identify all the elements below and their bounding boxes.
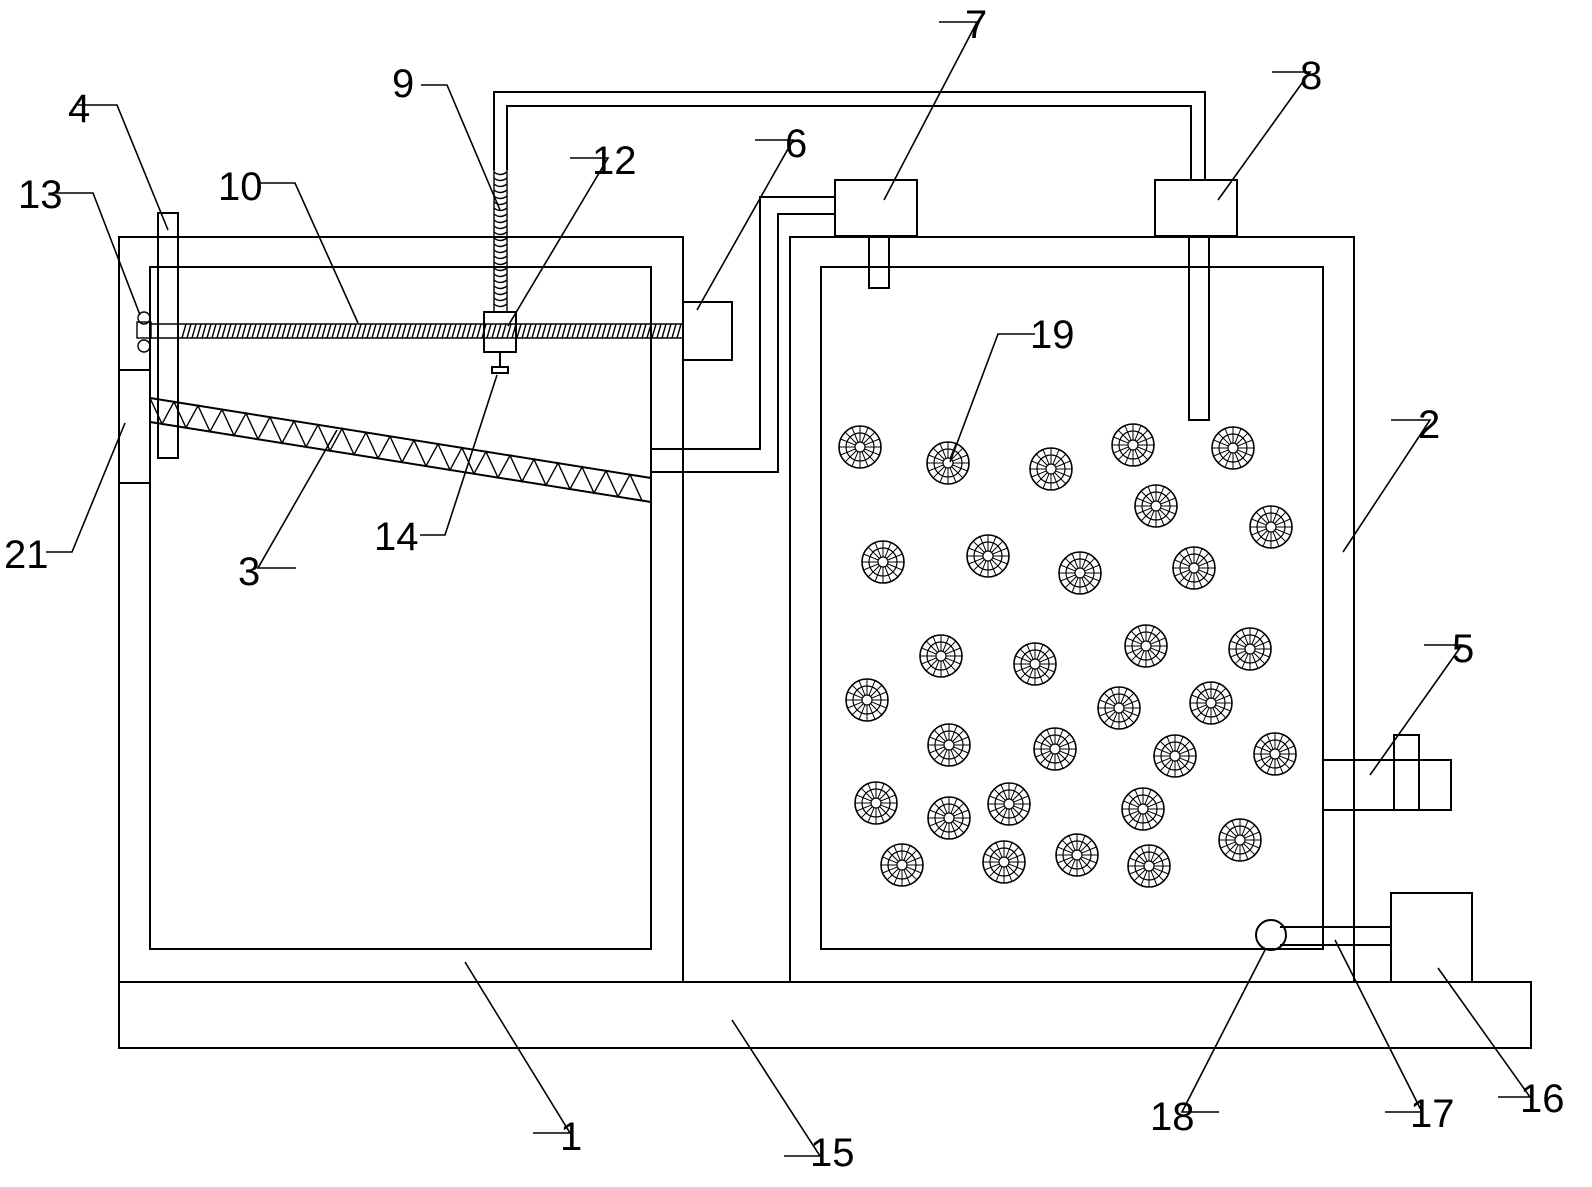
label-19: 19 xyxy=(1030,313,1075,357)
label-12: 12 xyxy=(592,139,637,183)
label-1: 1 xyxy=(560,1115,582,1159)
filter-ball xyxy=(1134,484,1178,528)
filter-ball xyxy=(1172,546,1216,590)
filter-media-balls xyxy=(838,423,1297,888)
filter-ball xyxy=(1055,833,1099,877)
filter-ball xyxy=(927,723,971,767)
filter-ball xyxy=(1189,681,1233,725)
side-outlet xyxy=(118,369,151,484)
part-number-labels: 1 2 3 4 5 6 7 8 9 10 12 13 14 15 16 17 1… xyxy=(4,3,1565,1175)
blower-box xyxy=(1390,892,1473,983)
motor-box xyxy=(682,301,733,361)
filter-ball xyxy=(1111,423,1155,467)
transfer-pipe xyxy=(651,196,835,473)
filter-ball xyxy=(1211,426,1255,470)
filter-ball xyxy=(1058,551,1102,595)
filter-ball xyxy=(1033,727,1077,771)
filter-ball xyxy=(927,796,971,840)
right-tank xyxy=(789,236,1355,983)
filter-ball xyxy=(1253,732,1297,776)
filter-ball xyxy=(919,634,963,678)
diffuser-ball xyxy=(1255,919,1287,951)
filter-ball xyxy=(854,781,898,825)
filter-ball xyxy=(1127,844,1171,888)
filter-ball xyxy=(926,441,970,485)
label-5: 5 xyxy=(1452,627,1474,671)
filter-ball xyxy=(982,840,1026,884)
filter-ball xyxy=(1121,787,1165,831)
left-tank xyxy=(118,236,684,983)
inclined-screen xyxy=(149,397,652,503)
outlet-valve xyxy=(1322,734,1452,811)
label-17: 17 xyxy=(1410,1092,1455,1136)
upper-pipe xyxy=(493,91,1206,180)
filter-ball xyxy=(838,425,882,469)
pump-box-7 xyxy=(834,179,918,237)
flexible-hose xyxy=(493,170,508,312)
bearing xyxy=(136,311,152,353)
label-16: 16 xyxy=(1520,1077,1565,1121)
filter-ball xyxy=(1097,686,1141,730)
label-9: 9 xyxy=(392,62,414,106)
filter-ball xyxy=(966,534,1010,578)
pump-box-8 xyxy=(1154,179,1238,237)
pump-inlet-tube xyxy=(868,235,890,289)
label-15: 15 xyxy=(810,1131,855,1175)
vertical-plate xyxy=(157,212,179,459)
filter-ball xyxy=(1153,734,1197,778)
spray-nozzle xyxy=(491,352,509,374)
base-plate xyxy=(118,981,1532,1049)
filter-ball xyxy=(1124,624,1168,668)
label-3: 3 xyxy=(238,550,260,594)
air-pipe xyxy=(1280,926,1391,946)
label-6: 6 xyxy=(785,122,807,166)
filter-ball xyxy=(1249,505,1293,549)
label-10: 10 xyxy=(218,165,263,209)
label-2: 2 xyxy=(1418,403,1440,447)
filter-ball xyxy=(1228,627,1272,671)
screw-rod xyxy=(150,323,683,339)
label-18: 18 xyxy=(1150,1095,1195,1139)
label-21: 21 xyxy=(4,533,49,577)
label-14: 14 xyxy=(374,515,419,559)
filter-ball xyxy=(845,678,889,722)
filter-ball xyxy=(987,782,1031,826)
label-7: 7 xyxy=(965,3,987,47)
filter-ball xyxy=(1029,447,1073,491)
filter-ball xyxy=(880,843,924,887)
suction-tube xyxy=(1188,235,1210,421)
label-8: 8 xyxy=(1300,54,1322,98)
filter-ball xyxy=(1218,818,1262,862)
filter-ball xyxy=(861,540,905,584)
label-13: 13 xyxy=(18,173,63,217)
leader-lines xyxy=(46,21,1532,1157)
filter-ball xyxy=(1013,642,1057,686)
label-4: 4 xyxy=(68,87,90,131)
